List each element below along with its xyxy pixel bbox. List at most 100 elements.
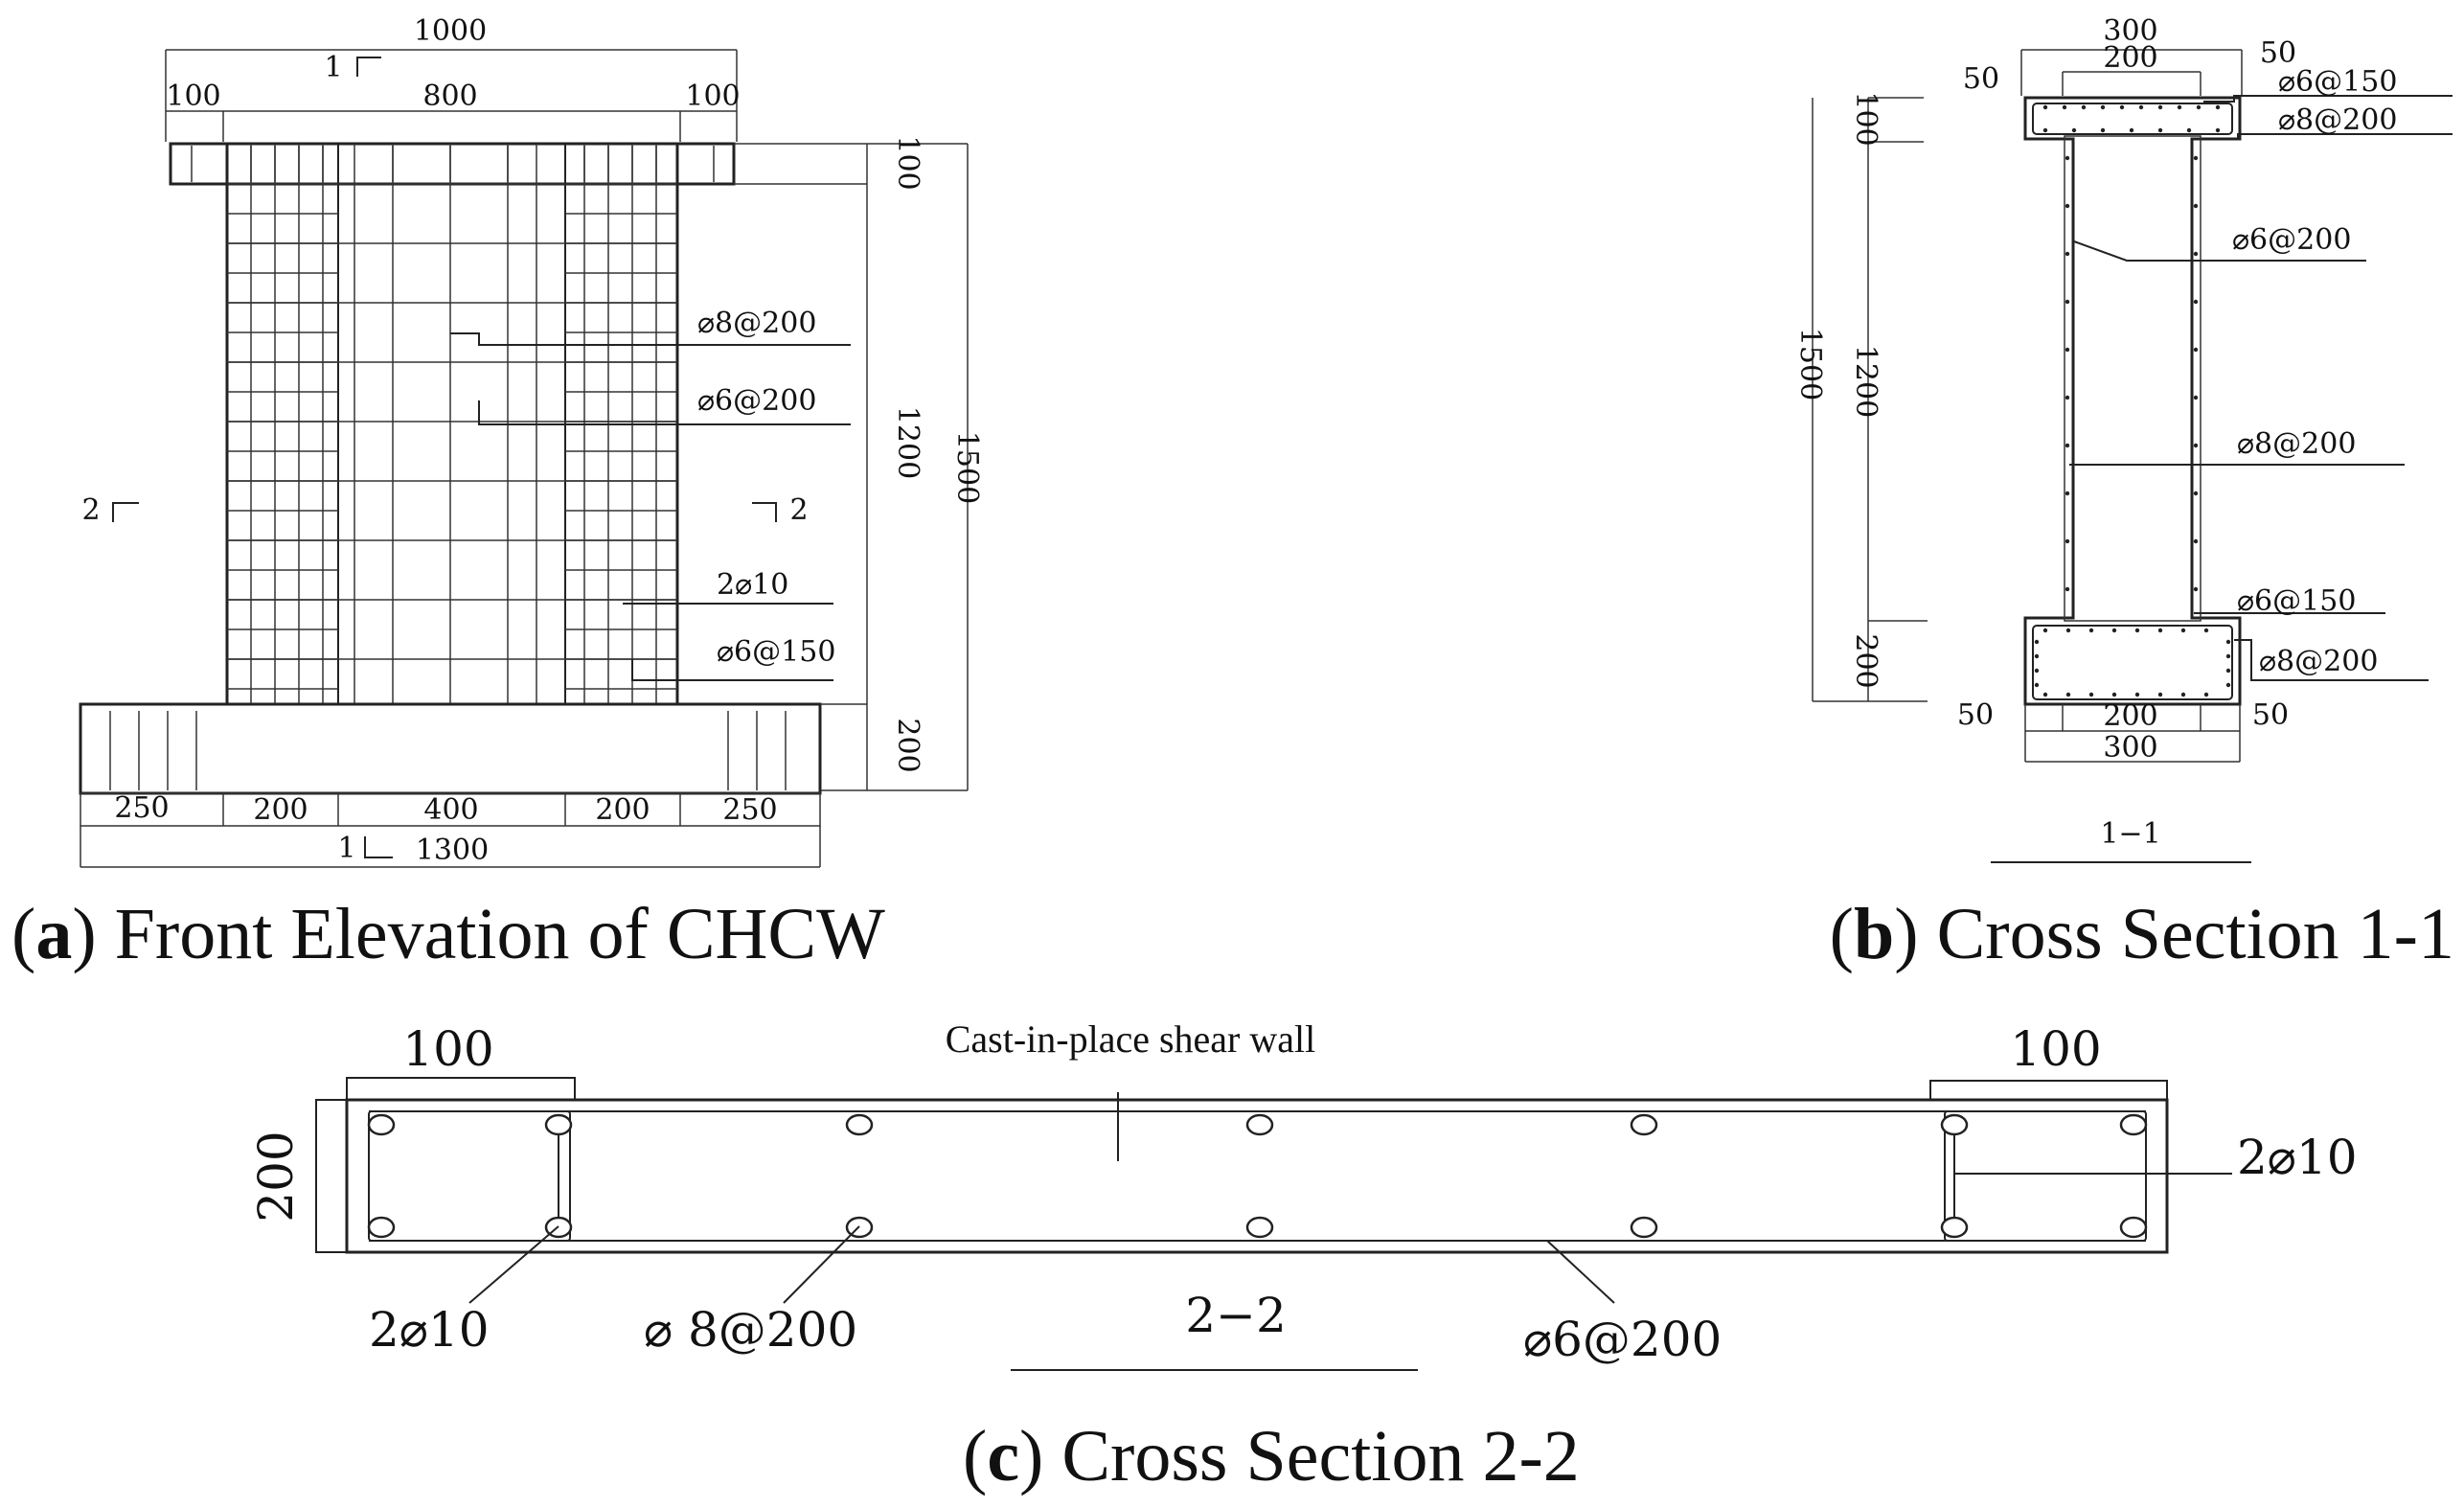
rebar-bar-circle: [1940, 1113, 1969, 1136]
rebar-dot: [2193, 347, 2199, 353]
rebar-bar-circle: [1245, 1216, 1274, 1239]
section-title-2-2: 2−2: [1185, 1288, 1287, 1343]
rebar-dot: [2203, 628, 2209, 633]
rebar-bar-circle: [845, 1113, 874, 1136]
rebar-dot: [2034, 639, 2040, 645]
rebar-dot: [2119, 104, 2125, 110]
rebar-label-d8-200: ⌀8@200: [697, 307, 816, 340]
rebar-dot: [2134, 692, 2140, 697]
bottom-flange-rebar-dots: [2034, 628, 2231, 697]
rebar-bar-circle: [2119, 1113, 2148, 1136]
rebar-label-c-2d10-left: 2⌀10: [369, 1302, 490, 1358]
label-cast-in-place-shear-wall: Cast-in-place shear wall: [946, 1017, 1316, 1061]
rebar-dot: [2100, 104, 2106, 110]
dim-b-bot-50-left: 50: [1957, 698, 1994, 732]
rebar-bar-circle: [367, 1216, 396, 1239]
rebar-dot: [2100, 127, 2106, 133]
rebar-dot: [2157, 127, 2163, 133]
rebar-dot: [2157, 628, 2163, 633]
dim-right-100: 100: [891, 135, 924, 190]
dim-b-bot-300: 300: [2103, 731, 2157, 765]
rebar-dot: [2062, 104, 2067, 110]
rebar-dot: [2225, 668, 2231, 674]
rebar-dot: [2193, 491, 2199, 496]
dim-b-left-1500: 1500: [1793, 328, 1827, 400]
rebar-dot: [2225, 682, 2231, 688]
rebar-label-b-d6-200: ⌀6@200: [2232, 223, 2351, 257]
rebar-dot: [2065, 155, 2070, 161]
rebar-label-d6-150: ⌀6@150: [717, 635, 835, 669]
dim-b-top-50-right: 50: [2260, 36, 2296, 70]
panel-c-section-2-2: 100 100 200 Cast-in-place shear wall 2⌀1…: [248, 1017, 2358, 1497]
rebar-dot: [2129, 127, 2134, 133]
rebar-bar-circle: [544, 1113, 573, 1136]
rebar-dot: [2193, 251, 2199, 257]
panel-a-elevation: 1000 100 800 100 1 250 200 400 200 250 1…: [11, 14, 984, 974]
rebar-dot: [2034, 668, 2040, 674]
base-beam-stirrups: [109, 711, 787, 790]
dim-top-100-left: 100: [166, 80, 220, 113]
rebar-dot: [2138, 104, 2144, 110]
rebar-dot: [2065, 491, 2070, 496]
rebar-dot: [2065, 538, 2070, 544]
rebar-dot: [2042, 127, 2048, 133]
dim-top-100-right: 100: [685, 80, 740, 113]
rebar-dot: [2042, 692, 2048, 697]
dim-b-left-100: 100: [1849, 91, 1882, 146]
rebar-dot: [2065, 692, 2071, 697]
rebar-label-b-d8-200-bot: ⌀8@200: [2259, 645, 2378, 678]
rebar-dot: [2193, 299, 2199, 305]
rebar-dot: [2065, 299, 2070, 305]
rebar-dot: [2193, 538, 2199, 544]
rebar-label-c-2d10-right: 2⌀10: [2237, 1130, 2358, 1185]
dim-b-bot-50-right: 50: [2252, 698, 2289, 732]
rebar-label-c-d6-200: ⌀6@200: [1523, 1312, 1722, 1367]
rebar-dot: [2065, 203, 2070, 209]
rebar-dot: [2065, 347, 2070, 353]
caption-a: (a) Front Elevation of CHCW: [11, 894, 885, 974]
rebar-dot: [2193, 203, 2199, 209]
rebar-bar-circle: [1630, 1113, 1658, 1136]
rebar-label-d6-200: ⌀6@200: [697, 384, 816, 418]
rebar-dot: [2215, 127, 2221, 133]
dim-b-top-50-left: 50: [1963, 62, 1999, 96]
dim-b-top-300: 300: [2103, 14, 2157, 48]
dim-b-left-200: 200: [1849, 633, 1882, 688]
rebar-bar-circle: [367, 1113, 396, 1136]
dim-base-1300: 1300: [416, 834, 489, 867]
dim-right-1200: 1200: [891, 406, 924, 479]
panel-b-section-1-1: 300 200 50 50 1500 100 1200 200 50 2: [1793, 14, 2454, 974]
rebar-label-2d10: 2⌀10: [717, 568, 788, 602]
section-mark-1-top: 1: [324, 51, 342, 84]
dim-right-200: 200: [891, 718, 924, 772]
rebar-dot: [2193, 395, 2199, 400]
rebar-dot: [2157, 104, 2163, 110]
rebar-dot: [2177, 104, 2182, 110]
rebar-dot: [2111, 692, 2117, 697]
rebar-bar-circle: [2119, 1216, 2148, 1239]
rebar-dot: [2034, 682, 2040, 688]
rebar-dot: [2134, 628, 2140, 633]
caption-b: (b) Cross Section 1-1: [1830, 894, 2454, 974]
section-mark-2-right: 2: [789, 493, 808, 527]
top-beam-stirrups: [191, 146, 715, 182]
rebar-dot: [2065, 586, 2070, 592]
rebar-label-b-d8-200-top: ⌀8@200: [2278, 103, 2397, 137]
dim-c-height-200: 200: [248, 1131, 304, 1222]
rebar-dot: [2088, 692, 2094, 697]
dim-c-right-100: 100: [2010, 1021, 2101, 1077]
rebar-bar-circle: [1245, 1113, 1274, 1136]
dim-base-400: 400: [423, 793, 478, 827]
dim-top-800: 800: [422, 80, 477, 113]
dim-b-top-200: 200: [2103, 41, 2157, 75]
rebar-bar-circle: [1630, 1216, 1658, 1239]
rebar-dot: [2180, 692, 2186, 697]
rebar-dot: [2180, 628, 2186, 633]
rebar-dot: [2193, 586, 2199, 592]
dim-base-200-right: 200: [595, 793, 650, 827]
rebar-dot: [2157, 692, 2163, 697]
rebar-dot: [2034, 653, 2040, 659]
top-flange-rebar-dots: [2042, 104, 2221, 133]
rebar-label-b-d6-150-top: ⌀6@150: [2278, 65, 2397, 99]
